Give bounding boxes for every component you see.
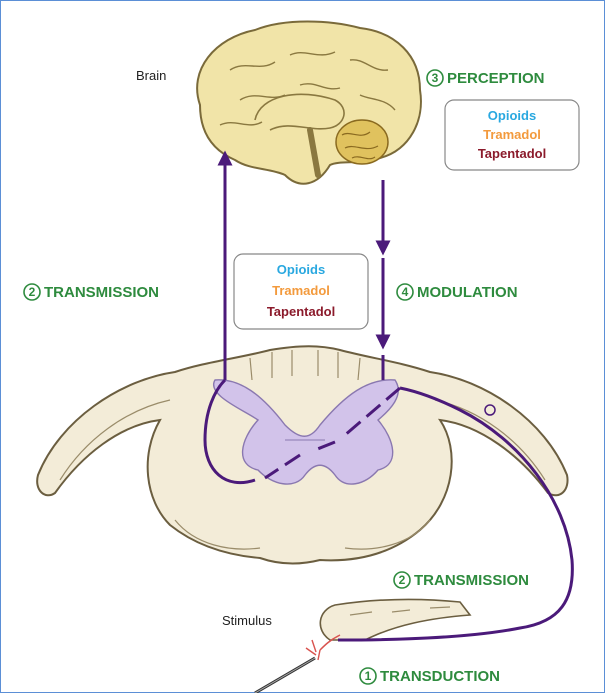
step-number-badge: 2 bbox=[394, 572, 410, 588]
drug-tapentadol: Tapentadol bbox=[478, 146, 546, 161]
svg-text:3: 3 bbox=[432, 71, 439, 85]
drug-opioids: Opioids bbox=[488, 108, 536, 123]
step-number-badge: 3 bbox=[427, 70, 443, 86]
step-modulation: 4 MODULATION bbox=[397, 284, 518, 301]
svg-text:2: 2 bbox=[399, 573, 406, 587]
drug-box-modulation: Opioids Tramadol Tapentadol bbox=[234, 254, 368, 329]
brain-illustration bbox=[197, 22, 421, 184]
step-number-badge: 1 bbox=[360, 668, 376, 684]
dorsal-root-ganglion bbox=[485, 405, 495, 415]
step-transduction: 1 TRANSDUCTION bbox=[360, 668, 500, 685]
drug-tramadol: Tramadol bbox=[483, 127, 541, 142]
step-number-badge: 4 bbox=[397, 284, 413, 300]
svg-text:2: 2 bbox=[29, 285, 36, 299]
step-label: TRANSDUCTION bbox=[380, 668, 500, 685]
step-number-badge: 2 bbox=[24, 284, 40, 300]
step-transmission-lower: 2 TRANSMISSION bbox=[394, 572, 529, 589]
step-label: TRANSMISSION bbox=[44, 284, 159, 301]
spinal-cord-illustration bbox=[37, 346, 567, 563]
step-label: MODULATION bbox=[417, 284, 518, 301]
step-perception: 3 PERCEPTION bbox=[427, 70, 545, 87]
drug-box-perception: Opioids Tramadol Tapentadol bbox=[445, 100, 579, 170]
svg-text:4: 4 bbox=[402, 285, 409, 299]
stimulus-label: Stimulus bbox=[222, 613, 272, 628]
step-label: TRANSMISSION bbox=[414, 572, 529, 589]
brain-label: Brain bbox=[136, 68, 166, 83]
svg-text:1: 1 bbox=[365, 669, 372, 683]
drug-tapentadol: Tapentadol bbox=[267, 304, 335, 319]
drug-tramadol: Tramadol bbox=[272, 283, 330, 298]
drug-opioids: Opioids bbox=[277, 262, 325, 277]
step-transmission-upper: 2 TRANSMISSION bbox=[24, 284, 159, 301]
step-label: PERCEPTION bbox=[447, 70, 545, 87]
